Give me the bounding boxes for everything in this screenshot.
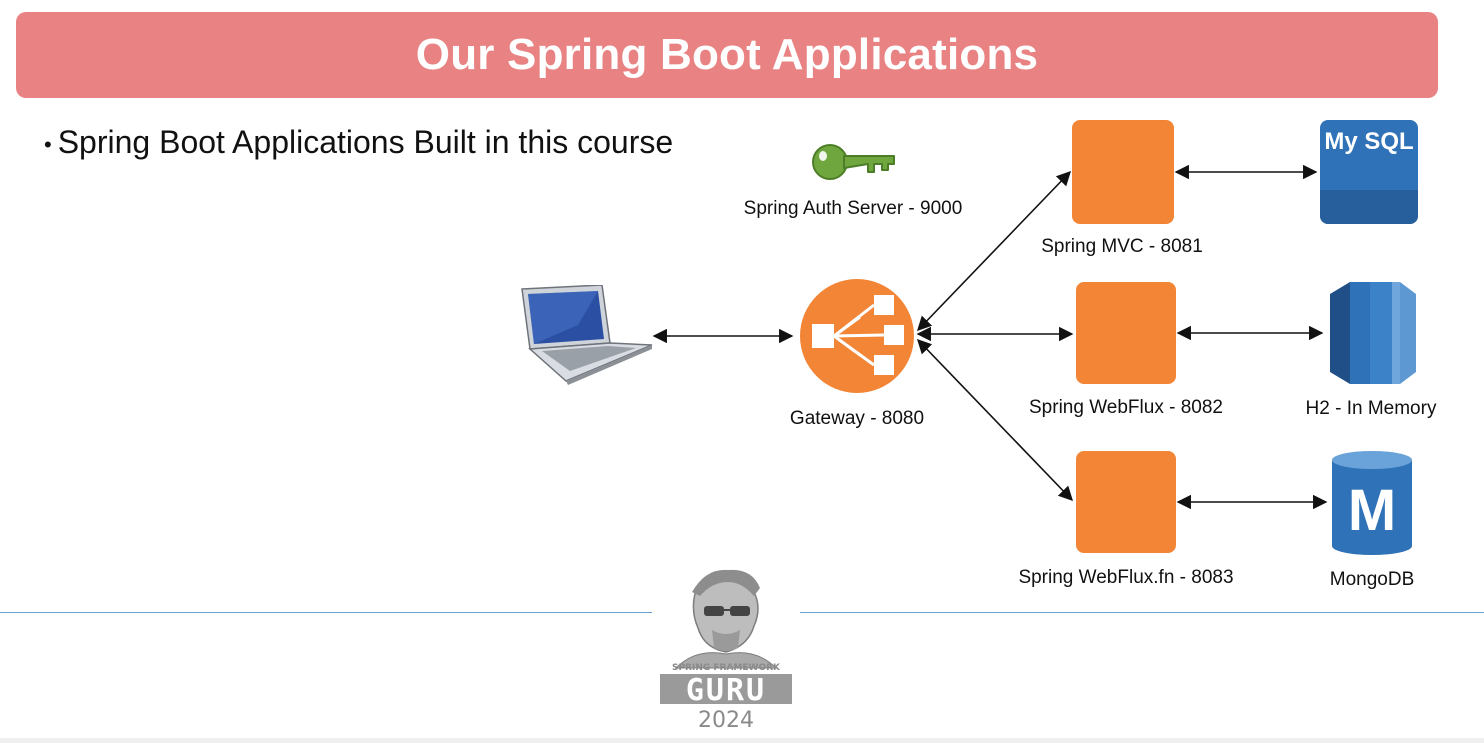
logo-line2: GURU (686, 673, 766, 708)
footer-strip (0, 738, 1484, 743)
mvc-label: Spring MVC - 8081 (1041, 236, 1203, 257)
key-icon (812, 144, 895, 180)
webflux-label: Spring WebFlux - 8082 (1029, 397, 1223, 418)
database-icon (1330, 282, 1416, 384)
bullet-dot: • (44, 131, 52, 157)
service-box-icon (1072, 120, 1174, 224)
footer-rule-right (800, 612, 1484, 613)
load-balancer-icon (800, 279, 914, 393)
page-title: Our Spring Boot Applications (415, 30, 1039, 79)
mysql-database-icon: My SQL (1320, 120, 1418, 224)
h2-label: H2 - In Memory (1305, 398, 1437, 419)
mongodb-label: MongoDB (1329, 569, 1415, 590)
edge-gateway-webfluxfn (917, 338, 1073, 502)
bullet-text: Spring Boot Applications Built in this c… (57, 124, 674, 160)
auth-server-label: Spring Auth Server - 9000 (743, 198, 963, 219)
logo-year: 2024 (698, 708, 754, 733)
title-banner: Our Spring Boot Applications (16, 12, 1438, 98)
webfluxfn-label: Spring WebFlux.fn - 8083 (1018, 567, 1234, 588)
footer-rule-left (0, 612, 652, 613)
gateway-label: Gateway - 8080 (789, 408, 925, 429)
service-box-icon (1076, 282, 1176, 384)
service-box-icon (1076, 451, 1176, 553)
guru-logo-icon: SPRING FRAMEWORK GURU (660, 569, 792, 708)
bullet-item: •Spring Boot Applications Built in this … (44, 124, 673, 161)
laptop-icon (521, 285, 653, 385)
mysql-label: My SQL (1324, 128, 1414, 155)
mongodb-glyph: M (1348, 478, 1396, 543)
logo-line1: SPRING FRAMEWORK (672, 663, 781, 673)
mongodb-database-icon: M (1332, 451, 1412, 555)
edge-gateway-mvc (917, 170, 1071, 332)
